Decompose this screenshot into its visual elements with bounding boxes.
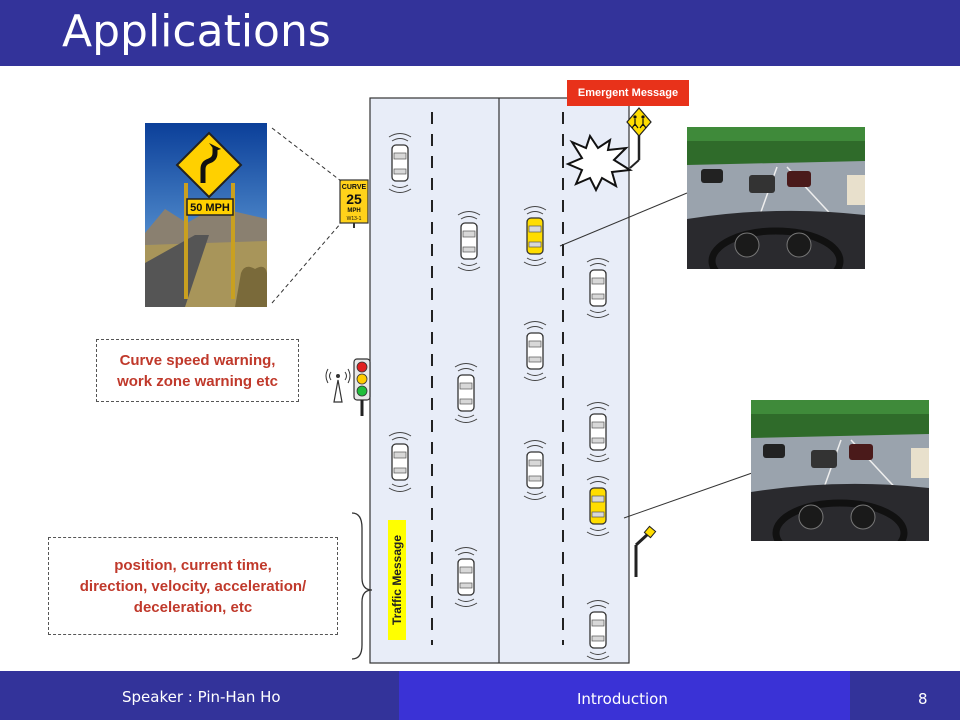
- curve-sign-unit: MPH: [347, 208, 360, 214]
- infrastructure-callout: Curve speed warning, work zone warning e…: [96, 339, 299, 402]
- callout-line: direction, velocity, acceleration/: [79, 577, 307, 595]
- callout-line: Curve speed warning,: [119, 351, 276, 369]
- callout-line: deceleration, etc: [133, 598, 253, 616]
- callout-line: position, current time,: [114, 556, 272, 574]
- footer-page-number: 8: [918, 690, 928, 708]
- dashboard-photo-bottom: [751, 400, 929, 541]
- title-bar: [0, 0, 960, 66]
- antenna-icon: [325, 368, 351, 403]
- traffic-message-label: Traffic Message: [390, 534, 404, 626]
- dashboard-photo-top: [687, 127, 865, 269]
- slide-title: Applications: [62, 6, 331, 57]
- school-crossing-sign-icon: [626, 107, 652, 169]
- footer-middle: [399, 671, 850, 720]
- callout-line: work zone warning etc: [117, 372, 278, 390]
- curve-speed-sign-icon: CURVE 25 MPH W13-1: [339, 179, 369, 228]
- speed-sign-text: 50 MPH: [190, 202, 230, 214]
- connector-line: [271, 127, 342, 182]
- connector-line: [559, 192, 688, 247]
- curve-sign-number: 25: [346, 191, 362, 207]
- connector-line: [271, 222, 342, 304]
- footer-right: [850, 671, 960, 720]
- traffic-light-icon: [353, 358, 371, 416]
- curve-sign-label: CURVE: [342, 184, 367, 191]
- connector-line: [623, 472, 753, 519]
- footer-section: Introduction: [577, 690, 668, 708]
- emergent-message-badge: Emergent Message: [567, 80, 689, 106]
- crash-icon: [565, 133, 633, 193]
- brace-icon: [351, 512, 373, 660]
- footer-speaker: Speaker : Pin-Han Ho: [122, 688, 281, 706]
- vehicle-data-callout: position, current time, direction, veloc…: [48, 537, 338, 635]
- roadside-unit-icon: [634, 525, 657, 577]
- traffic-message-badge: Traffic Message: [388, 520, 406, 640]
- road-sign-photo: 50 MPH: [145, 123, 267, 307]
- curve-sign-code: W13-1: [347, 216, 362, 222]
- footer-left: [0, 671, 399, 720]
